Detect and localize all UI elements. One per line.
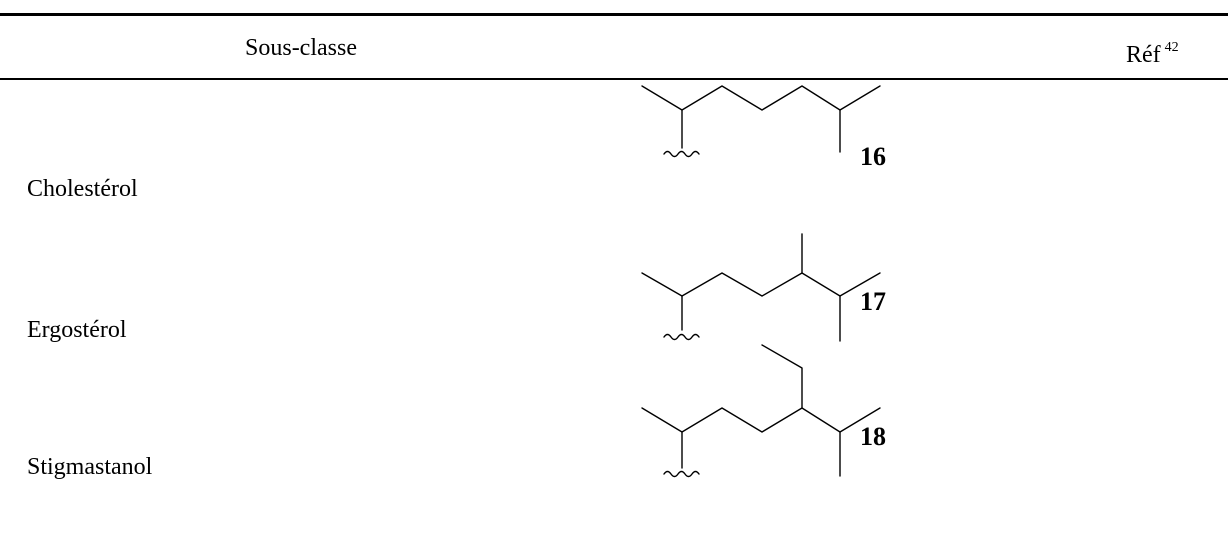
row-name-stigmastanol: Stigmastanol bbox=[27, 454, 153, 480]
structure-17-ergosterol-side-chain bbox=[641, 233, 881, 342]
table-header-rule bbox=[0, 78, 1228, 80]
structure-16-cholesterol-side-chain bbox=[641, 85, 881, 158]
header-ref-superscript: 42 bbox=[1164, 40, 1179, 55]
row-name-cholesterol: Cholestérol bbox=[27, 176, 138, 202]
header-ref-label: Réf bbox=[1126, 42, 1161, 68]
row-name-ergosterol: Ergostérol bbox=[27, 317, 127, 343]
compound-number-18: 18 bbox=[860, 422, 886, 451]
structure-18-stigmastanol-side-chain bbox=[641, 344, 881, 478]
compound-number-16: 16 bbox=[860, 142, 886, 171]
header-sous-classe: Sous-classe bbox=[245, 35, 357, 61]
table-top-rule bbox=[0, 13, 1228, 16]
compound-number-17: 17 bbox=[860, 287, 886, 316]
